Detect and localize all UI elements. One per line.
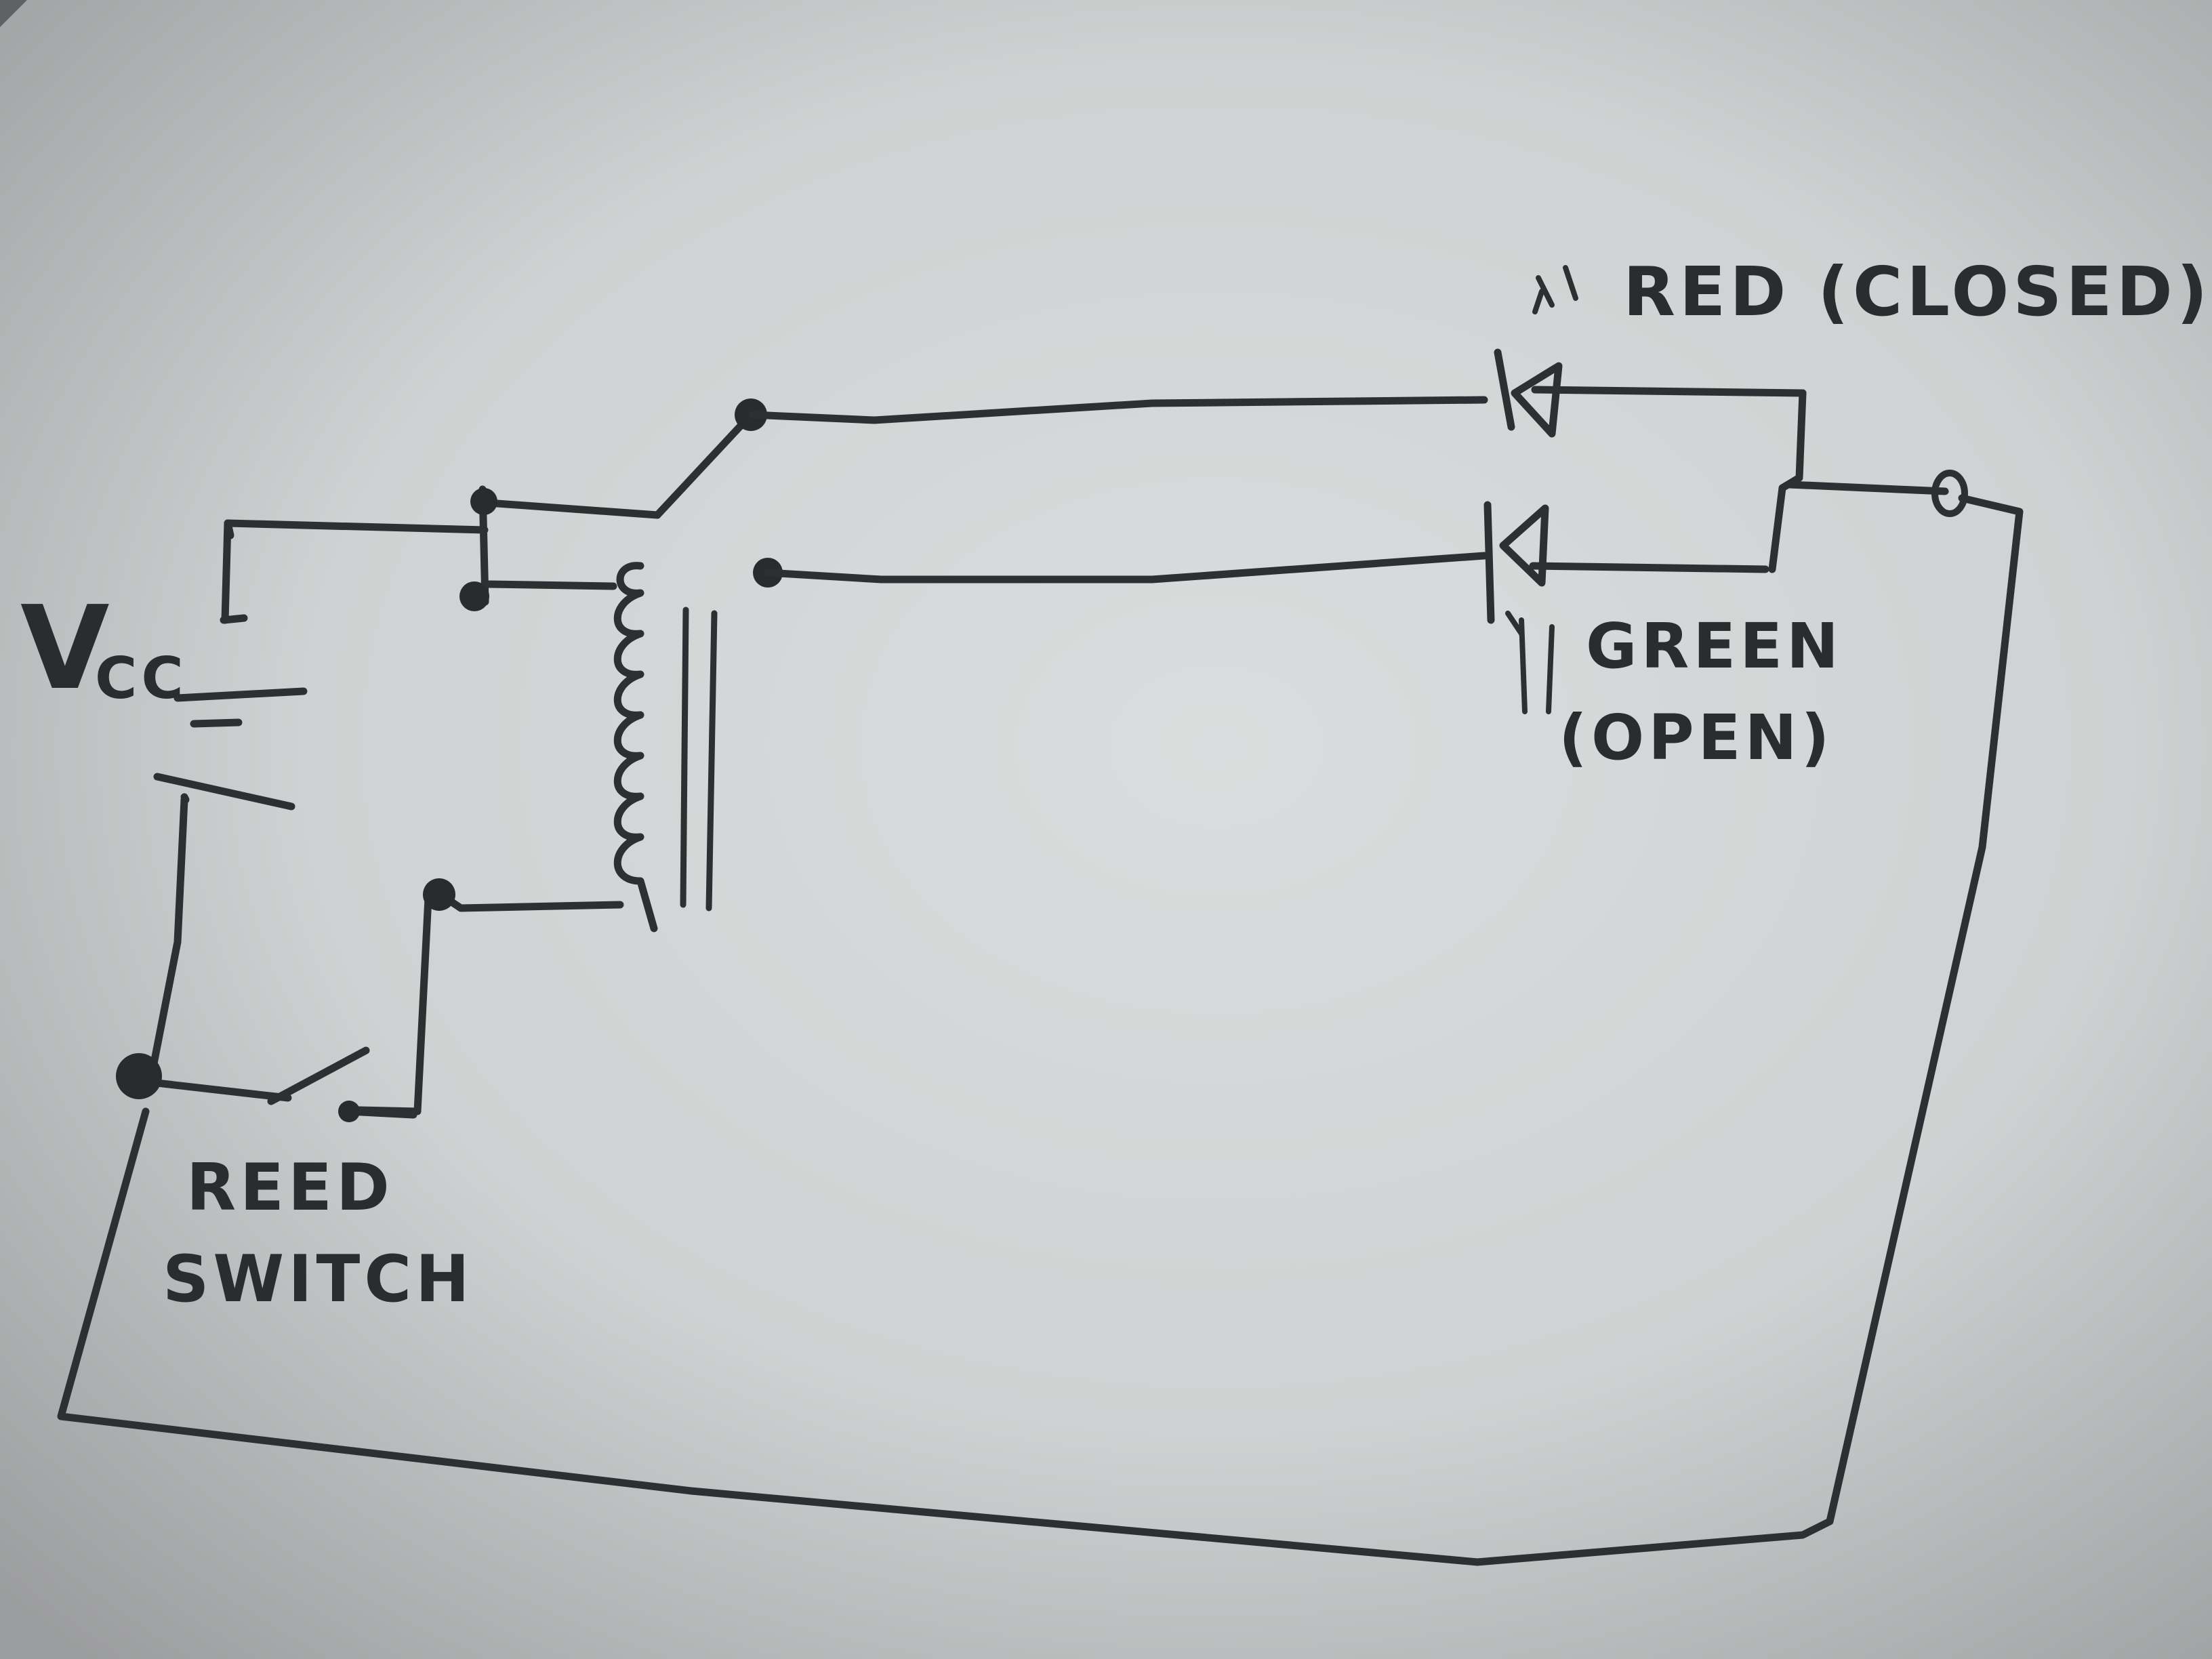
wire-to-green-led (764, 552, 1488, 583)
green-led-label: GREEN (1586, 610, 1843, 682)
green-led-state: (OPEN) (1559, 701, 1834, 774)
reed-switch-label-line1: REED (186, 1151, 394, 1225)
red-led (1494, 265, 1807, 438)
relay-switch (459, 398, 783, 611)
wire-vcc-bottom (146, 796, 188, 1085)
vcc-label: V (20, 581, 114, 716)
red-led-label: RED (CLOSED) (1623, 252, 2211, 331)
wire-to-terminal (1785, 480, 1949, 495)
reed-switch-label-line2: SWITCH (163, 1242, 474, 1317)
circuit-drawing (57, 265, 2024, 1566)
relay-coil (613, 562, 718, 933)
labels: V CC RED (CLOSED) GREEN (OPEN) REED SWIT… (20, 252, 2211, 1317)
green-led (1483, 501, 1769, 714)
output-terminal (1931, 470, 1968, 517)
vcc-subscript: CC (95, 645, 188, 712)
reed-switch (116, 1046, 417, 1122)
wire-to-red-led (748, 396, 1488, 424)
wire-return-loop (57, 494, 2024, 1566)
wire-vcc-top (221, 519, 489, 624)
